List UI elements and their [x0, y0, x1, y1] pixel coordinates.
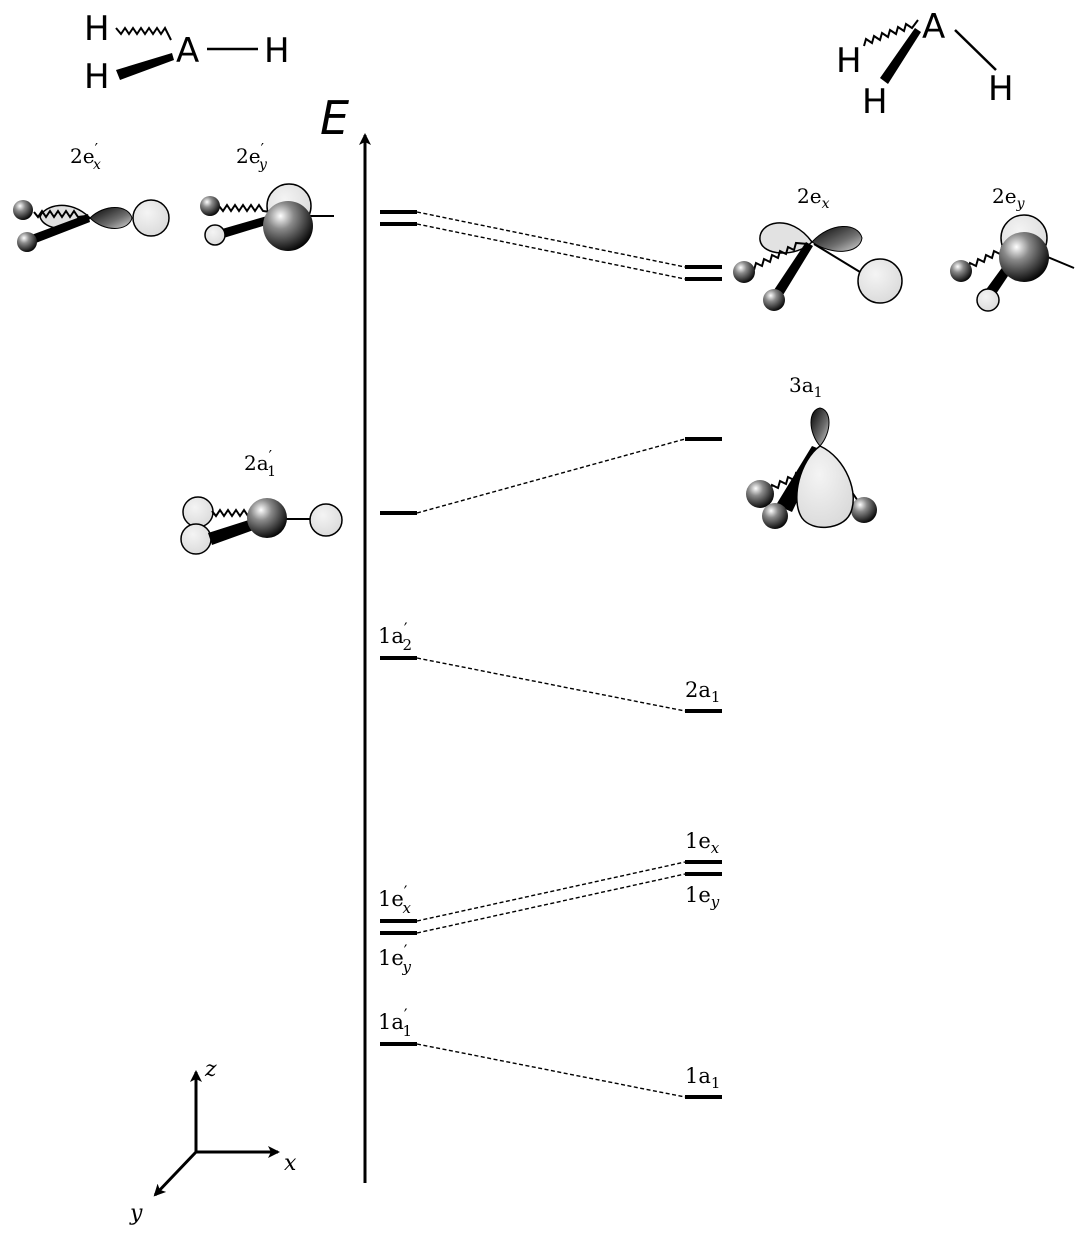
left-energy-levels	[380, 210, 417, 1046]
hydrogen-sphere	[200, 196, 220, 216]
hashed-bond	[33, 209, 87, 219]
y-axis-label: y	[129, 1201, 143, 1226]
orbital-label-2e-prime-x: 2e′x	[70, 140, 101, 173]
wedge-bond	[880, 28, 921, 84]
hashed-bond	[753, 241, 809, 271]
orbital-lobe	[89, 207, 133, 229]
correlation-line	[416, 873, 686, 934]
orbital-lobe	[810, 407, 830, 447]
hydrogen-sphere	[851, 497, 877, 523]
coordinate-axes: z x y	[129, 1057, 297, 1226]
hashed-bond	[115, 26, 172, 41]
orbital-label-2e-prime-y: 2e′y	[236, 140, 268, 173]
hydrogen-sphere	[976, 288, 1000, 312]
label-1e-x: 1ex	[685, 829, 720, 857]
hydrogen-sphere	[309, 503, 343, 537]
correlation-line	[416, 211, 686, 268]
level-labels: 1a′2 1e′x 1e′y 1a′1 2a1 1ex 1ey 1a1	[378, 619, 720, 1092]
orbital-label-2e-x: 2ex	[797, 184, 830, 212]
correlation-line	[416, 861, 686, 922]
hydrogen-sphere	[132, 199, 170, 237]
hydrogen-sphere	[733, 261, 755, 283]
hashed-bond	[863, 19, 919, 47]
label-1e-y: 1ey	[685, 883, 720, 911]
label-1a-1: 1a1	[685, 1064, 720, 1092]
hashed-bond	[211, 508, 259, 518]
correlation-lines	[416, 211, 686, 1098]
orbital-lobe	[999, 232, 1049, 282]
y-axis-line	[153, 1150, 198, 1197]
atom-label-h: H	[836, 41, 862, 81]
hydrogen-sphere	[17, 232, 37, 252]
atom-label-h: H	[988, 69, 1014, 109]
label-1e-prime-y: 1e′y	[378, 941, 411, 976]
orbital-2e-y-picture	[950, 214, 1075, 312]
label-2a-1: 2a1	[685, 678, 720, 706]
correlation-line	[416, 657, 686, 712]
atom-label-h: H	[84, 9, 110, 49]
correlation-line	[416, 223, 686, 280]
atom-label-a: A	[176, 31, 199, 71]
energy-axis: E	[320, 91, 371, 1183]
wedge-bond	[215, 214, 276, 240]
hashed-bond	[218, 203, 271, 213]
orbital-lobe	[759, 222, 813, 254]
planar-molecule-structure: H H A H	[84, 9, 290, 97]
hydrogen-sphere	[204, 224, 226, 246]
orbital-3a-1-picture	[746, 407, 877, 529]
label-1a-prime-1: 1a′1	[378, 1005, 412, 1040]
hydrogen-sphere	[182, 496, 214, 528]
hydrogen-sphere	[857, 258, 903, 304]
atom-label-h: H	[264, 31, 290, 71]
correlation-line	[416, 438, 686, 514]
hydrogen-sphere	[763, 289, 785, 311]
hydrogen-sphere	[180, 523, 212, 555]
hydrogen-sphere	[746, 480, 774, 508]
label-1a-prime-2: 1a′2	[378, 619, 412, 654]
orbital-lobe	[796, 445, 854, 529]
wedge-bond	[116, 53, 174, 80]
central-atom-sphere	[247, 498, 287, 538]
orbital-lobe	[811, 225, 863, 252]
orbital-2e-prime-x-picture	[13, 199, 170, 252]
hydrogen-sphere	[762, 503, 788, 529]
orbital-lobe	[263, 201, 313, 251]
right-energy-levels	[685, 265, 722, 1099]
wedge-bond	[770, 242, 813, 300]
single-bond	[813, 243, 861, 273]
label-1e-prime-x: 1e′x	[378, 882, 411, 917]
wedge-bond	[26, 214, 90, 246]
x-axis-label: x	[284, 1151, 297, 1176]
atom-label-a: A	[922, 7, 945, 47]
orbital-label-2a-prime-1: 2a′1	[244, 447, 276, 480]
atom-label-h: H	[84, 57, 110, 97]
orbital-label-3a-1: 3a1	[789, 373, 823, 401]
pyramidal-molecule-structure: A H H H	[836, 7, 1014, 122]
orbital-label-2e-y: 2ey	[992, 184, 1026, 212]
hydrogen-sphere	[950, 260, 972, 282]
hydrogen-sphere	[13, 200, 33, 220]
orbital-2a-prime-1-picture	[180, 496, 343, 555]
energy-axis-label: E	[320, 91, 349, 145]
orbital-2e-prime-y-picture	[200, 183, 334, 251]
z-axis-label: z	[204, 1057, 217, 1082]
orbital-2e-x-picture	[733, 222, 903, 311]
orbital-picture-labels: 2e′x 2e′y 2a′1 2ex 2ey 3a1	[70, 140, 1026, 480]
correlation-line	[416, 1043, 686, 1098]
atom-label-h: H	[862, 82, 888, 122]
single-bond	[954, 29, 997, 71]
